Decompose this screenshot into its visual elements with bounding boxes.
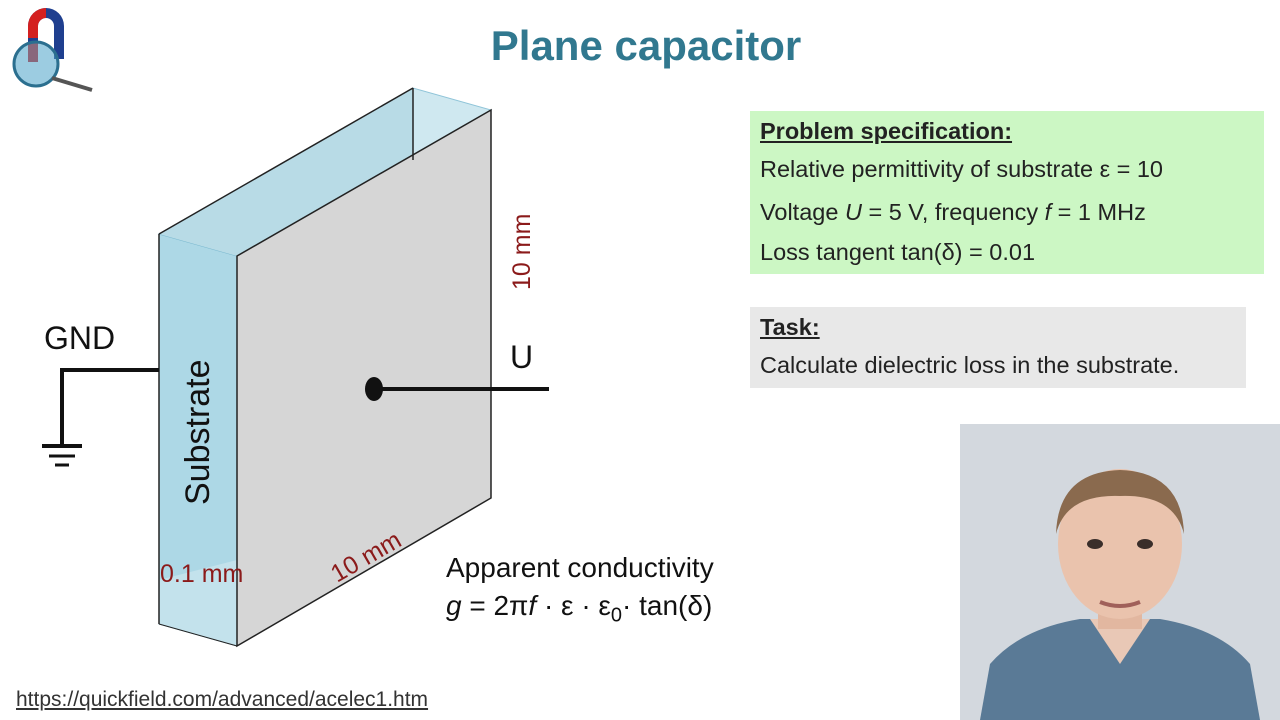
conductivity-formula: g = 2πf · ε · ε0· tan(δ): [446, 589, 712, 633]
presenter-video: [960, 424, 1280, 720]
formula-g: g: [446, 590, 462, 621]
quickfield-logo-icon: [12, 8, 93, 92]
frequency-value: = 1 MHz: [1051, 199, 1146, 225]
task-text: Calculate dielectric loss in the substra…: [760, 352, 1180, 378]
formula-f: f: [528, 590, 537, 621]
capacitor-diagram: GND U Substrate 10 mm 10 mm 0.1 mm: [42, 87, 549, 648]
gnd-label: GND: [44, 320, 115, 356]
formula-mid: · ε · ε: [536, 590, 611, 621]
frequency-prefix: = 5 V, frequency: [861, 199, 1045, 225]
page-title: Plane capacitor: [490, 22, 802, 69]
frequency-symbol: f: [1044, 199, 1052, 225]
formula-label: Apparent conductivity: [446, 552, 714, 583]
task-heading: Task:: [760, 314, 820, 340]
source-link[interactable]: https://quickfield.com/advanced/acelec1.…: [16, 688, 429, 711]
formula-eq: = 2π: [461, 590, 529, 621]
ground-symbol-icon: [42, 444, 82, 467]
electrode-plate: [236, 108, 492, 648]
height-dimension: 10 mm: [508, 214, 536, 290]
thickness-dimension: 0.1 mm: [160, 560, 243, 588]
substrate-label: Substrate: [179, 359, 217, 505]
task-box: Task: Calculate dielectric loss in the s…: [750, 307, 1246, 388]
formula-end: · tan(δ): [622, 590, 713, 621]
problem-line-loss-tangent: Loss tangent tan(δ) = 0.01: [760, 239, 1036, 265]
presenter-figure: [960, 424, 1280, 720]
gnd-wire: [60, 368, 159, 446]
voltage-prefix: Voltage: [760, 199, 845, 225]
problem-specification-box: Problem specification: Relative permitti…: [750, 111, 1264, 274]
contact-point: [365, 377, 383, 401]
formula-sub0: 0: [610, 604, 623, 627]
voltage-symbol: U: [844, 199, 862, 225]
problem-line-voltage: Voltage U = 5 V, frequency f = 1 MHz: [760, 192, 1254, 232]
u-label: U: [510, 339, 533, 375]
problem-line-permittivity: Relative permittivity of substrate ε = 1…: [760, 156, 1163, 182]
problem-heading: Problem specification:: [760, 118, 1013, 144]
